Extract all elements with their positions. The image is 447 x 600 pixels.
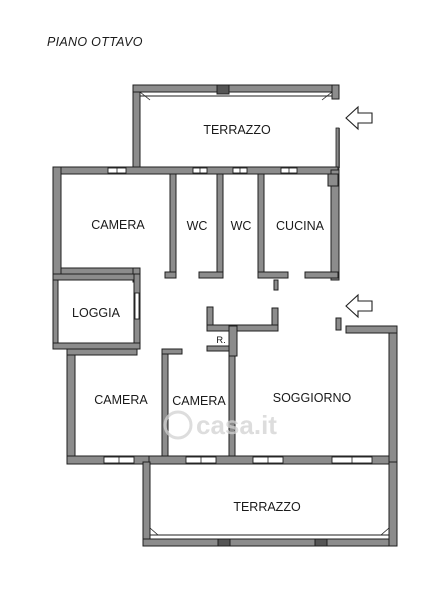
room-label-loggia: LOGGIA (72, 306, 121, 320)
terrazzo-top-area: TERRAZZO (132, 84, 340, 171)
room-label-soggiorno: SOGGIORNO (273, 391, 352, 405)
room-label-ripostiglio: R. (216, 335, 226, 346)
room-label-wc-1: WC (187, 219, 208, 233)
terrazzo-bottom-area: TERRAZZO (142, 461, 398, 547)
room-label-cucina: CUCINA (276, 219, 325, 233)
floor-title: PIANO OTTAVO (47, 35, 143, 49)
room-label-camera-bottom-mid: CAMERA (172, 394, 226, 408)
entrance-arrow-icon (345, 293, 373, 319)
window-mullions (116, 168, 353, 463)
entrance-arrow-icon (345, 105, 373, 131)
watermark-logo: casa.it (163, 410, 277, 440)
room-label-camera-bottom-left: CAMERA (94, 393, 148, 407)
watermark-text: casa.it (196, 410, 277, 440)
room-label-terrazzo-bottom: TERRAZZO (233, 500, 301, 514)
room-label-wc-2: WC (231, 219, 252, 233)
room-label-camera-top: CAMERA (91, 218, 145, 232)
room-label-terrazzo-top: TERRAZZO (203, 123, 271, 137)
